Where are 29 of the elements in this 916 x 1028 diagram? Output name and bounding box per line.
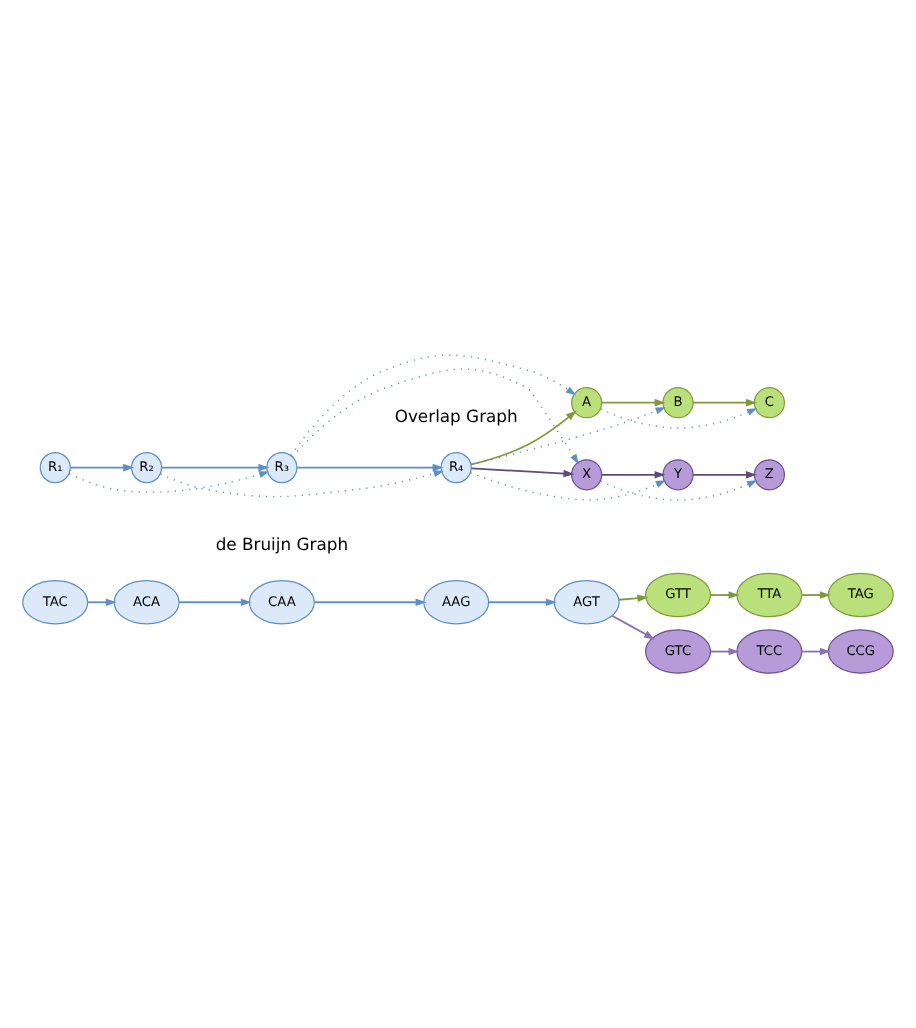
arrow <box>600 480 758 502</box>
arrow <box>709 647 740 656</box>
label: de Bruijn Graph <box>215 534 349 555</box>
arrow <box>87 598 117 607</box>
arrow <box>290 354 577 457</box>
arrow <box>801 591 831 599</box>
arrow <box>161 463 270 472</box>
arrow <box>600 398 666 407</box>
arrow <box>600 408 758 429</box>
arrow <box>692 398 757 407</box>
arrow <box>618 594 649 602</box>
arrow <box>469 472 666 501</box>
arrow <box>291 368 579 465</box>
arrow <box>296 463 444 472</box>
arrow <box>470 407 666 466</box>
arrow <box>68 471 270 493</box>
arrow <box>487 598 557 607</box>
arrow <box>178 598 252 607</box>
arrow <box>313 598 427 607</box>
arrow <box>611 614 655 640</box>
arrow <box>801 647 831 656</box>
arrow <box>692 471 757 479</box>
arrow <box>470 410 577 466</box>
arrow <box>600 471 666 479</box>
arrow <box>709 591 740 599</box>
arrow <box>470 467 575 478</box>
arrow <box>69 463 135 472</box>
label: Overlap Graph <box>394 405 518 426</box>
arrow <box>160 470 444 498</box>
